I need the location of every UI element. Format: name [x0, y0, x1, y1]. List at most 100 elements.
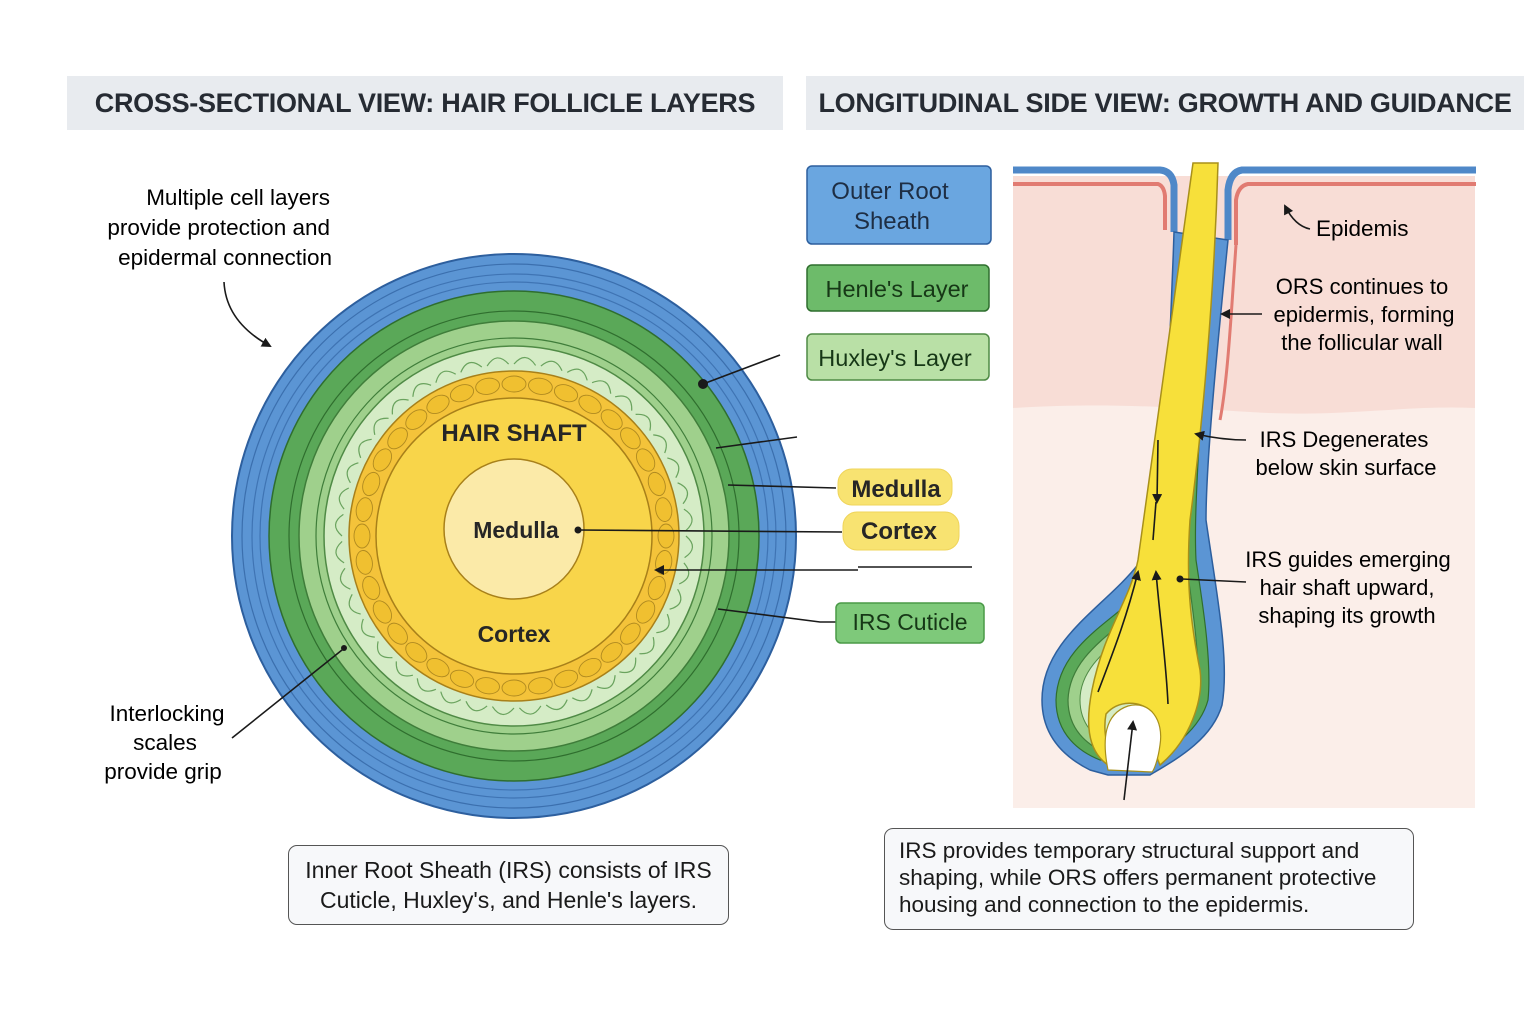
- cuticle-scale: [486, 357, 510, 367]
- legend-ors-box: [806, 165, 992, 245]
- legend-cortex-label: Cortex: [861, 518, 938, 545]
- annotation-scales-2: scales: [133, 730, 197, 755]
- cortex-cell: [647, 575, 666, 601]
- irs-guides-3: shaping its growth: [1258, 603, 1435, 628]
- cuticle-scale: [513, 356, 537, 366]
- legend: Outer Root Sheath Henle's Layer Huxley's…: [806, 165, 992, 644]
- irs-degenerates-2: below skin surface: [1256, 455, 1437, 480]
- longitudinal-header: LONGITUDINAL SIDE VIEW: GROWTH AND GUIDA…: [806, 76, 1524, 130]
- cortex-cell: [405, 642, 428, 663]
- cortex-cell: [475, 377, 500, 395]
- cuticle-scale: [416, 678, 437, 692]
- leader-henle: [715, 436, 798, 449]
- irs-guides-1: IRS guides emerging: [1245, 547, 1450, 572]
- legend-ors-label-1: Outer Root: [831, 178, 949, 205]
- legend-henle-box: [806, 264, 990, 312]
- annotation-scales-1: Interlocking: [109, 701, 224, 726]
- hair-shaft-long: [1087, 162, 1219, 767]
- irs-guides-2: hair shaft upward,: [1260, 575, 1435, 600]
- leader-irs-cuticle: [717, 608, 836, 623]
- cuticle-scale: [639, 636, 655, 655]
- cuticle-scale: [339, 567, 351, 590]
- cortex-cell: [426, 394, 450, 415]
- cortex-cell: [362, 471, 381, 497]
- cortex-cell: [528, 677, 553, 695]
- cortex-cell: [387, 427, 408, 450]
- cortex-cell: [600, 642, 623, 663]
- cuticle-scale: [683, 508, 693, 532]
- cortex-cell: [655, 497, 673, 522]
- cortex-cell: [387, 622, 408, 645]
- cuticle-scale: [391, 398, 409, 415]
- cortex-cell: [355, 550, 373, 575]
- leader-ors-dot: [698, 379, 708, 389]
- hair-shaft-label: HAIR SHAFT: [441, 420, 587, 447]
- growth-arrow-right: [1151, 570, 1169, 705]
- irs-degenerates-1: IRS Degenerates: [1260, 427, 1429, 452]
- dermal-papilla: [1104, 704, 1162, 773]
- cortex-cell: [635, 600, 656, 624]
- legend-irs-cuticle-label: IRS Cuticle: [852, 609, 967, 635]
- cross-section-header: CROSS-SECTIONAL VIEW: HAIR FOLLICLE LAYE…: [67, 76, 783, 130]
- cortex-cell: [528, 377, 553, 395]
- legend-henle-label: Henle's Layer: [826, 276, 969, 302]
- cortex-cell: [553, 384, 579, 403]
- cuticle-scale: [596, 675, 616, 689]
- annotation-bottom-leader: [231, 649, 343, 739]
- cuticle-scale: [614, 395, 633, 411]
- cuticle-scale: [653, 434, 667, 454]
- irs-degenerates-arrow: [1194, 430, 1247, 441]
- irs-guides-leader: [1181, 578, 1247, 583]
- ors-note-2: epidermis, forming: [1274, 302, 1455, 327]
- cuticle-scale: [373, 417, 389, 436]
- medulla-circle: [443, 458, 585, 600]
- legend-medulla-label: Medulla: [851, 476, 941, 503]
- follicle-red-wall: [1218, 244, 1238, 421]
- cortex-cell: [449, 669, 475, 688]
- cortex-cell: [501, 375, 527, 393]
- cuticle-scale: [346, 462, 359, 484]
- cortex-cell: [501, 679, 527, 697]
- cuticle-scale: [540, 360, 563, 372]
- cortex-cell: [620, 427, 641, 450]
- cuticle-scale: [376, 641, 393, 659]
- epidermis-layer: [1013, 176, 1475, 414]
- cuticle-scale: [348, 594, 361, 615]
- longitudinal-view: Epidemis ORS continues to epidermis, for…: [1013, 162, 1476, 808]
- skin-surface-left: [1013, 166, 1178, 232]
- cuticle-scale: [361, 618, 375, 638]
- cuticle-scale: [338, 487, 350, 510]
- cortex-cell: [449, 384, 475, 403]
- cuticle-scale: [619, 657, 637, 674]
- leader-medulla-dot: [574, 526, 582, 534]
- cuticle-scale: [335, 540, 345, 564]
- papilla-arrow: [1123, 720, 1138, 801]
- cuticle-scale: [491, 706, 515, 716]
- ors-line-1: [241, 263, 787, 809]
- cuticle-scale: [684, 535, 694, 559]
- cross-section: HAIR SHAFT Medulla Cortex Multiple cell …: [104, 185, 972, 819]
- irs-ors-function-caption: IRS provides temporary structural suppor…: [884, 828, 1414, 930]
- legend-cortex-box: [842, 511, 960, 551]
- annotation-scales-3: provide grip: [104, 759, 222, 784]
- growth-arrow-left: [1097, 570, 1141, 693]
- ors-note-1: ORS continues to: [1276, 274, 1448, 299]
- skin-surface-right: [1224, 166, 1476, 240]
- annotation-multiple-layers-3: epidermal connection: [118, 245, 332, 270]
- annotation-top-arrow: [223, 281, 272, 347]
- ors-note-3: the follicular wall: [1281, 330, 1442, 355]
- cortex-cell: [362, 575, 381, 601]
- cuticle-scale: [635, 413, 652, 431]
- irs-cuticle-scales: [334, 356, 694, 716]
- shaft-arrow-down-tail: [1152, 501, 1157, 541]
- cuticle-scale: [678, 562, 690, 585]
- cuticle-scale: [667, 457, 680, 478]
- cuticle-scale: [435, 370, 456, 383]
- cuticle-scale: [395, 661, 414, 677]
- huxley-line: [315, 337, 713, 735]
- cortex-cell: [657, 523, 675, 549]
- legend-ors-label-2: Sheath: [854, 208, 930, 235]
- cuticle-scale: [677, 482, 689, 505]
- legend-huxley-box: [806, 333, 990, 381]
- legend-huxley-label: Huxley's Layer: [818, 345, 972, 371]
